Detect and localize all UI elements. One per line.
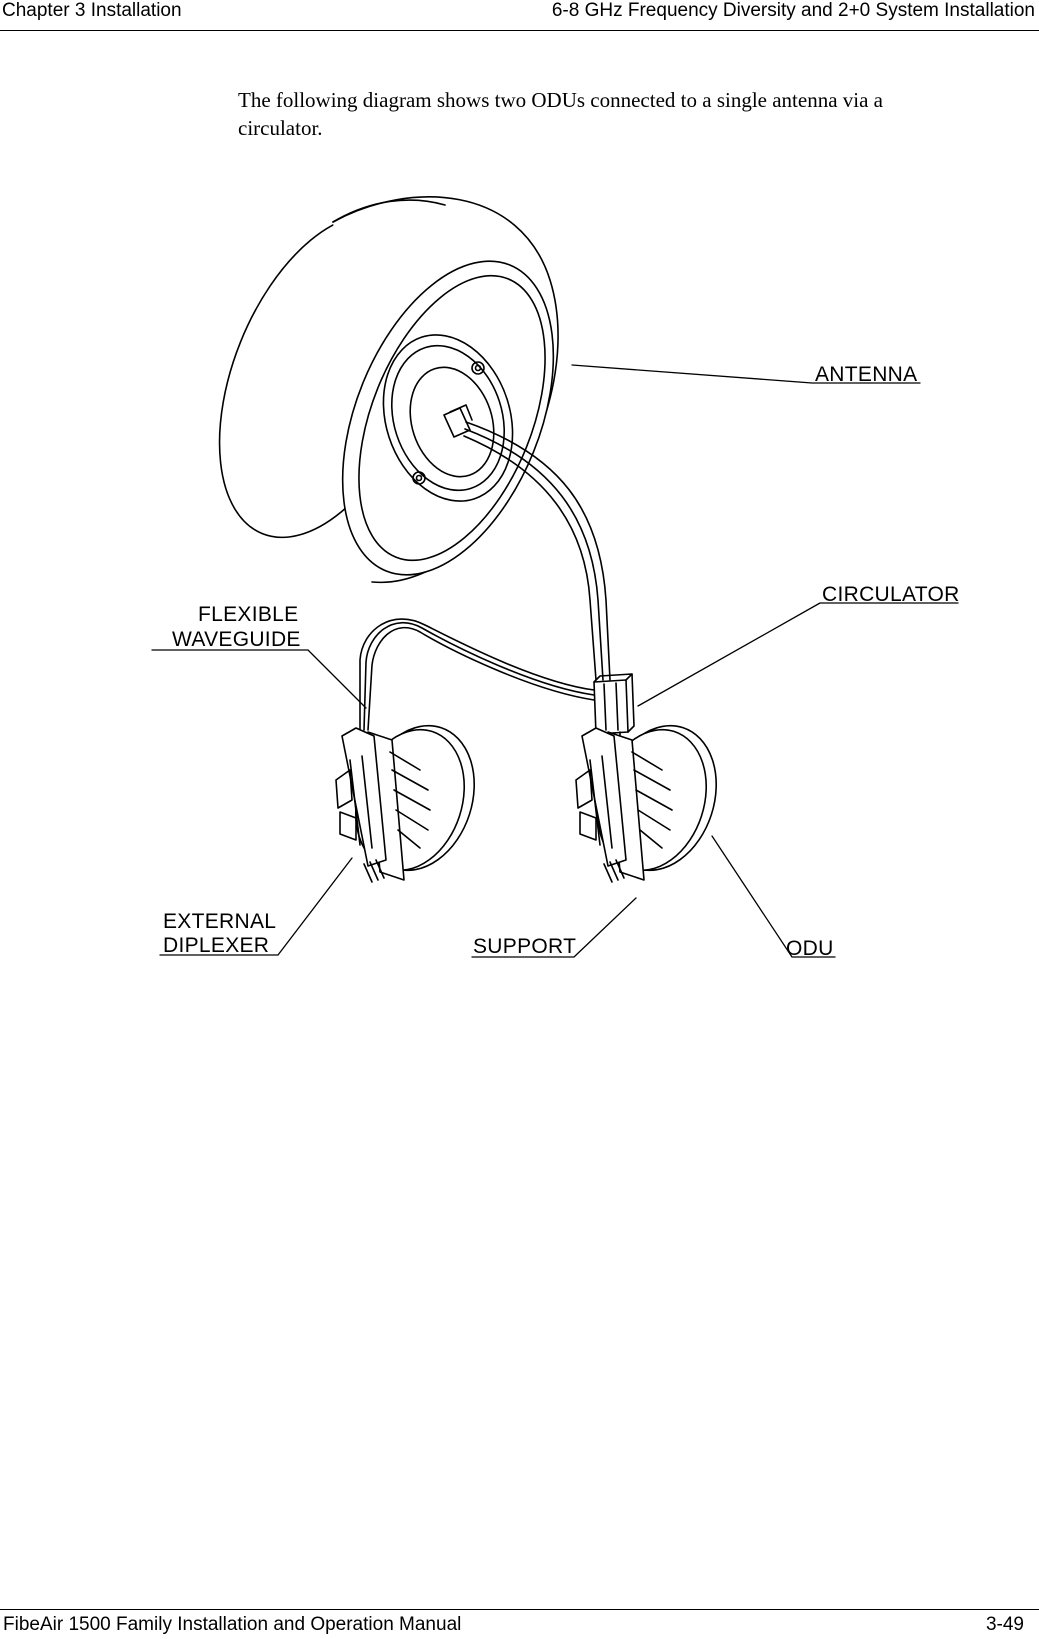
label-circulator: CIRCULATOR: [822, 583, 960, 606]
footer-page-number: 3-49: [985, 1614, 1024, 1635]
label-antenna: ANTENNA: [815, 363, 917, 386]
label-external-line1: EXTERNAL: [163, 910, 276, 933]
label-odu: ODU: [786, 937, 834, 960]
antenna-drawing: [218, 196, 559, 584]
label-flexible-line2: WAVEGUIDE: [172, 628, 301, 651]
page-header: Chapter 3 Installation 6-8 GHz Frequency…: [0, 0, 1039, 31]
flexible-waveguide-drawing: [359, 618, 595, 731]
antenna-waveguide: [463, 421, 611, 681]
label-support: SUPPORT: [473, 935, 576, 958]
label-external-line2: DIPLEXER: [163, 934, 269, 957]
intro-paragraph: The following diagram shows two ODUs con…: [238, 88, 884, 140]
leader-lines: [151, 364, 959, 958]
circulator-leader: [637, 602, 959, 707]
right-odu-drawing: [575, 724, 718, 883]
header-chapter: Chapter 3 Installation: [2, 0, 182, 21]
antenna-circulator-diagram: ANTENNA CIRCULATOR FLEXIBLE WAVEGUIDE EX…: [151, 196, 960, 960]
label-flexible-line1: FLEXIBLE: [198, 603, 298, 626]
odu-leader: [711, 835, 836, 958]
support-leader: [471, 897, 637, 958]
flexible-waveguide-leader: [151, 649, 367, 709]
page-footer: FibeAir 1500 Family Installation and Ope…: [0, 1609, 1039, 1639]
external-diplexer-leader: [159, 857, 353, 956]
footer-manual-title: FibeAir 1500 Family Installation and Ope…: [3, 1614, 462, 1635]
header-section: 6-8 GHz Frequency Diversity and 2+0 Syst…: [551, 0, 1035, 21]
left-odu-drawing: [335, 724, 476, 883]
antenna-leader: [571, 364, 921, 384]
